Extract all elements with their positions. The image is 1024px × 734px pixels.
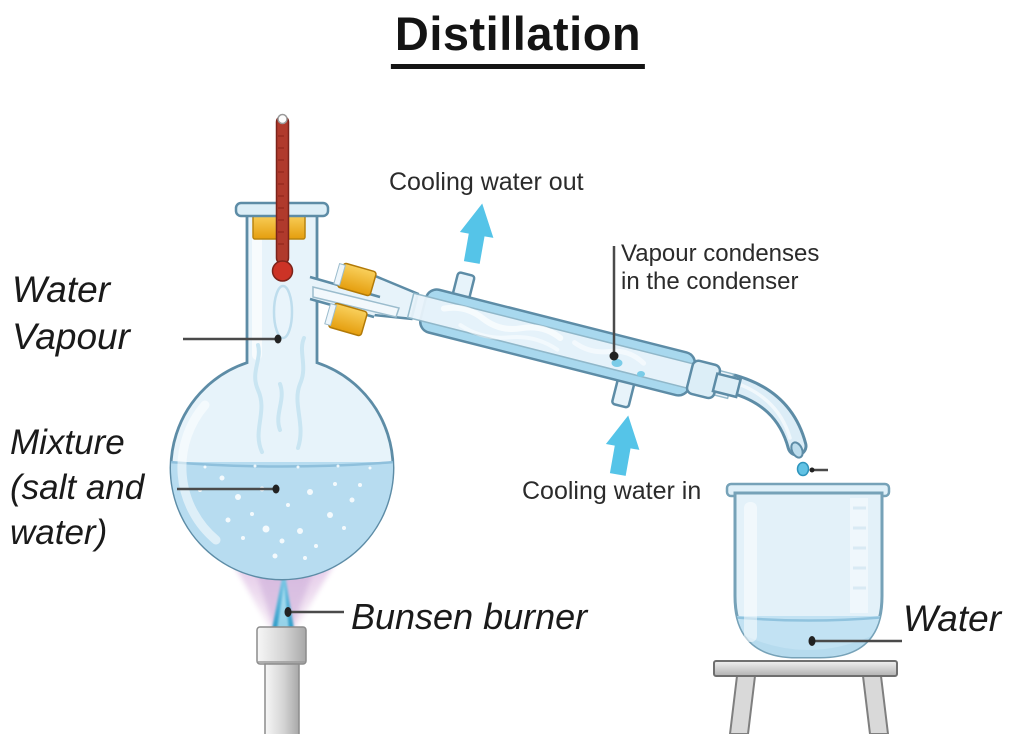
condensed-drop-2 (637, 371, 645, 377)
label-vapour-condenses: Vapour condenses in the condenser (621, 240, 819, 296)
label-water: Water (903, 598, 1002, 639)
pointer-dot-bunsen-burner (284, 607, 292, 617)
delivery-tube-glass (725, 376, 805, 454)
flask-liquid-surface (171, 460, 393, 468)
flask-glass-highlight (177, 400, 221, 545)
thermometer-stem (275, 115, 290, 265)
thermometer-ticks (278, 135, 284, 245)
label-water-vapour-line2: Vapour (12, 316, 130, 357)
thermometer (271, 113, 294, 282)
page-title: Distillation (390, 6, 646, 69)
condenser-water-swirls (440, 304, 647, 366)
thermometer-top-ring (277, 113, 288, 125)
pointer-dot-vapour-condenses (609, 351, 619, 361)
bunsen-burner (256, 626, 307, 734)
cooling-water-out-arrow-icon (459, 203, 494, 264)
label-cooling-water-in: Cooling water in (522, 477, 702, 505)
stand-leg-right (861, 675, 890, 734)
flask-neck-highlight (252, 218, 262, 360)
thermometer-bulb (271, 260, 294, 282)
delivery-tube-opening (790, 441, 804, 459)
condenser (356, 271, 743, 409)
vapour-wisps (253, 336, 306, 454)
flask-bubbles (198, 464, 372, 560)
label-vapour-condenses-line2: in the condenser (621, 268, 799, 295)
pointer-dot-water-vapour (274, 334, 282, 344)
label-vapour-condenses-line1: Vapour condenses (621, 240, 820, 267)
cooling-water-in-arrow-icon (605, 415, 640, 476)
label-bunsen-burner: Bunsen burner (351, 596, 588, 637)
label-water-vapour-line1: Water (12, 269, 111, 310)
label-mixture: Mixture (salt and water) (10, 420, 144, 555)
vapour-lens (272, 284, 294, 340)
burner-collar (256, 626, 307, 665)
beaker-stand (713, 660, 898, 734)
pointer-dot-water (808, 636, 816, 646)
label-mixture-line1: Mixture (10, 423, 125, 462)
stand-leg-left (728, 675, 757, 734)
keck-clamp-upper (333, 262, 377, 297)
pointer-dot-mixture (272, 484, 280, 494)
keck-clamp-lower (324, 302, 368, 337)
beaker-graduations (850, 498, 868, 613)
water-droplet (796, 461, 810, 477)
pointer-lines (177, 246, 902, 646)
label-mixture-line2: (salt and (10, 468, 145, 507)
delivery-tube (722, 373, 808, 459)
pointer-dot-droplet (809, 467, 815, 473)
side-arm-inner-tube (312, 286, 400, 318)
condensed-drop-1 (611, 359, 623, 367)
beaker-bottom-shade (743, 636, 874, 657)
round-bottom-flask (169, 208, 395, 581)
stand-bar (713, 660, 898, 677)
label-cooling-water-out: Cooling water out (389, 168, 584, 196)
condenser-exit-tube (711, 372, 743, 399)
beaker (725, 482, 891, 659)
burner-barrel (264, 663, 300, 734)
flame-core (277, 585, 289, 629)
label-mixture-line3: water) (10, 513, 108, 552)
label-water-vapour: Water Vapour (12, 266, 130, 360)
beaker-highlight (744, 502, 757, 642)
